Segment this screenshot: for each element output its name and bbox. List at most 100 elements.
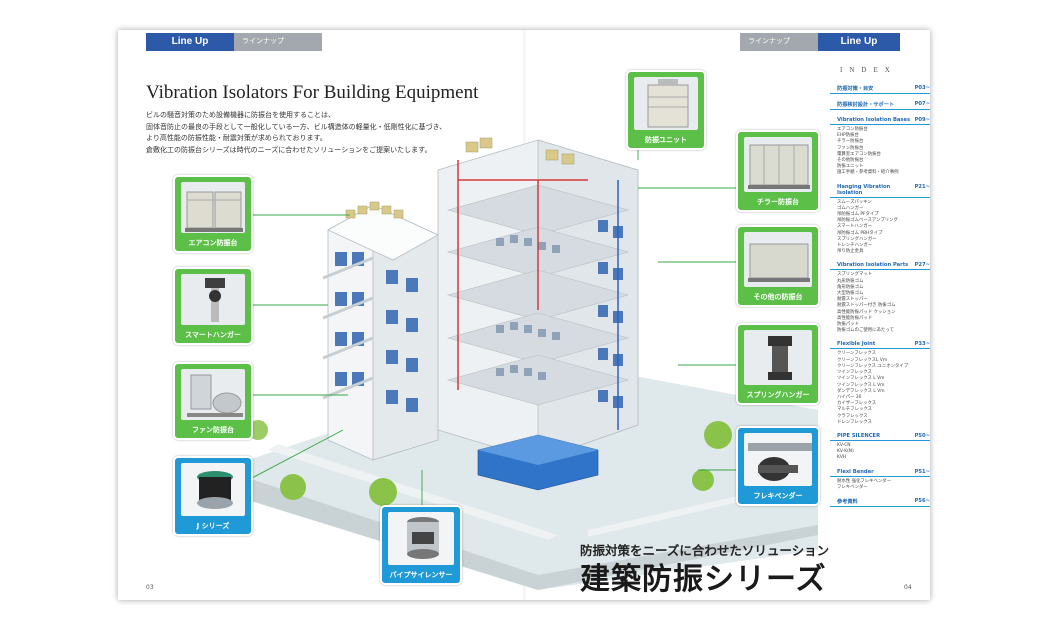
index-item[interactable]: 吊り防止金具 — [837, 249, 864, 255]
index-section-page: P07~ — [914, 101, 930, 107]
index-item[interactable]: チラー防振台 — [837, 139, 864, 145]
index-section-page: P33~ — [914, 341, 930, 348]
index-section-items: 耐水性 強化フレキベンダーフレキベンダー — [830, 479, 930, 491]
callout-j-series[interactable]: J シリーズ — [173, 456, 253, 536]
callout-chiller-label: チラー防振台 — [757, 198, 799, 206]
index-item[interactable]: ハイパー 30 — [837, 394, 862, 400]
index-section-page: P50~ — [914, 432, 930, 439]
index-item[interactable]: フレキベンダー — [837, 484, 868, 490]
index-section-title[interactable]: Flexible Joint P33~ — [830, 341, 930, 350]
index-section-name: Flexible Joint — [837, 341, 876, 348]
index-item[interactable]: 大型防振ゴム — [837, 291, 864, 297]
index-item[interactable]: ツインフレックス — [837, 370, 872, 376]
callout-pipe-silencer-label: パイプサイレンサー — [389, 571, 453, 579]
index-item[interactable]: 耐水性 強化フレキベンダー — [837, 478, 892, 484]
index-item[interactable]: 施工手順・参考資料・紹介事例 — [837, 170, 899, 176]
index-section-items: スムーズパッキンゴムハンガー吊防振ゴム PFタイプ吊防振ゴムベースアンプリングス… — [830, 200, 930, 256]
smart-hanger-image — [181, 274, 245, 325]
index-item[interactable]: 角形防振ゴム — [837, 284, 864, 290]
callout-chiller[interactable]: チラー防振台 — [736, 130, 820, 212]
right-line-up-tab: Line Up — [818, 33, 900, 51]
index-item[interactable]: トレンチハンガー — [837, 243, 873, 249]
index-item[interactable]: スプリングハンガー — [837, 236, 877, 242]
right-lineup-subtab: ラインナップ — [740, 33, 818, 51]
index-item[interactable]: ツインフレックス L Vm — [837, 376, 885, 382]
callout-spring-hanger[interactable]: スプリングハンガー — [736, 323, 820, 405]
index-item[interactable]: 防振パッド — [837, 322, 859, 328]
index-item[interactable]: 電算室エアコン防振台 — [837, 151, 881, 157]
left-lineup-subtab: ラインナップ — [234, 33, 322, 51]
callout-smart-hanger-label: スマートハンガー — [185, 331, 241, 339]
index-item[interactable]: ゴムハンガー — [837, 205, 864, 211]
other-mount-image — [744, 232, 812, 287]
index-item[interactable]: ダンデフレックス L Vm — [837, 388, 885, 394]
index-item[interactable]: 丸形防振ゴム — [837, 278, 864, 284]
index-item[interactable]: ファン防振台 — [837, 145, 864, 151]
index-item[interactable]: 高性能防振パッド — [837, 315, 873, 321]
index-item[interactable]: ドレンフレックス — [837, 419, 872, 425]
index-item[interactable]: エアコン防振台 — [837, 127, 868, 132]
chiller-image — [744, 137, 812, 192]
j-series-image — [181, 463, 245, 516]
index-item[interactable]: クリーンフレックスL Vm — [837, 357, 888, 363]
index-item[interactable]: 吊防振ゴム PFタイプ — [837, 212, 879, 218]
index-item[interactable]: 防振ユニット — [837, 164, 864, 170]
callout-other[interactable]: その他の防振台 — [736, 225, 820, 307]
index-item[interactable]: ツインフレックス L Vm — [837, 382, 885, 388]
index-item[interactable]: 防振ゴムのご使用にあたって — [837, 328, 894, 334]
index-section-page: P21~ — [914, 183, 930, 190]
page-number-right: 04 — [904, 584, 912, 591]
index-item[interactable]: マルチフレックス — [837, 407, 872, 413]
brochure-spread: Line Up ラインナップ ラインナップ Line Up Vibration … — [118, 30, 930, 600]
index-item[interactable]: クリーンフレックス ユニオンタイプ — [837, 363, 909, 369]
index-item[interactable]: クラフレックス — [837, 413, 868, 419]
index-section-name: Vibration Isolation Parts — [837, 262, 909, 269]
index-section-title[interactable]: Vibration Isolation Parts P27~ — [830, 262, 930, 271]
callout-cooling-unit[interactable]: 防振ユニット — [626, 70, 706, 150]
callout-flexi-bender[interactable]: フレキベンダー — [736, 426, 820, 506]
index-item[interactable]: 耐震ストッパー — [837, 297, 868, 303]
callout-smart-hanger[interactable]: スマートハンガー — [173, 267, 253, 345]
index-item[interactable]: 吊防振ゴム PBHタイプ — [837, 230, 883, 236]
index-section-title[interactable]: 防振検討設計・サポート P07~ — [830, 101, 930, 110]
index-section: Flexible Joint P33~ クリーンフレックスクリーンフレックスL Vm… — [830, 341, 930, 425]
index-item[interactable]: その他防振台 — [837, 158, 864, 164]
index-section: Vibration Isolation Parts P27~ スプリングマット丸形防… — [830, 262, 930, 334]
index-item[interactable]: クリーンフレックス — [837, 351, 877, 357]
index-item[interactable]: スムーズパッキン — [837, 199, 872, 205]
index-item[interactable]: KVH — [837, 455, 847, 461]
index-heading: INDEX — [840, 66, 897, 74]
index-section-page: P27~ — [914, 262, 930, 269]
index-item[interactable]: KV-CN — [837, 442, 851, 448]
callout-aircon[interactable]: エアコン防振台 — [173, 175, 253, 253]
index-item[interactable]: スマートハンガー — [837, 224, 872, 230]
index-item[interactable]: 高性能防振パッド クッション — [837, 309, 896, 315]
index-section-name: Vibration Isolation Bases — [837, 117, 911, 123]
tagline: 防振対策をニーズに合わせたソリューション — [580, 543, 830, 558]
index-item[interactable]: EHP防振台 — [837, 133, 859, 139]
intro-text: ビルの騒音対策のため設備機器に防振台を使用することは、 固体音防止の最良の手段と… — [146, 110, 476, 156]
index-section-page: P03~ — [914, 85, 930, 91]
index-section-name: 防振検討設計・サポート — [837, 102, 895, 108]
index-item[interactable]: KV-K(N) — [837, 449, 854, 455]
index-item[interactable]: 吊防振ゴムベースアンプリング — [837, 218, 898, 224]
index-section-page: P56~ — [914, 497, 930, 504]
callout-pipe-silencer[interactable]: パイプサイレンサー — [380, 505, 462, 585]
callout-flexi-bender-label: フレキベンダー — [753, 492, 803, 500]
index-item[interactable]: スプリングマット — [837, 272, 873, 278]
callout-fan[interactable]: ファン防振台 — [173, 362, 253, 440]
index-item[interactable]: 耐震ストッパー付き 防振ゴム — [837, 303, 896, 309]
index-item[interactable]: カイザーフレックス — [837, 401, 877, 407]
